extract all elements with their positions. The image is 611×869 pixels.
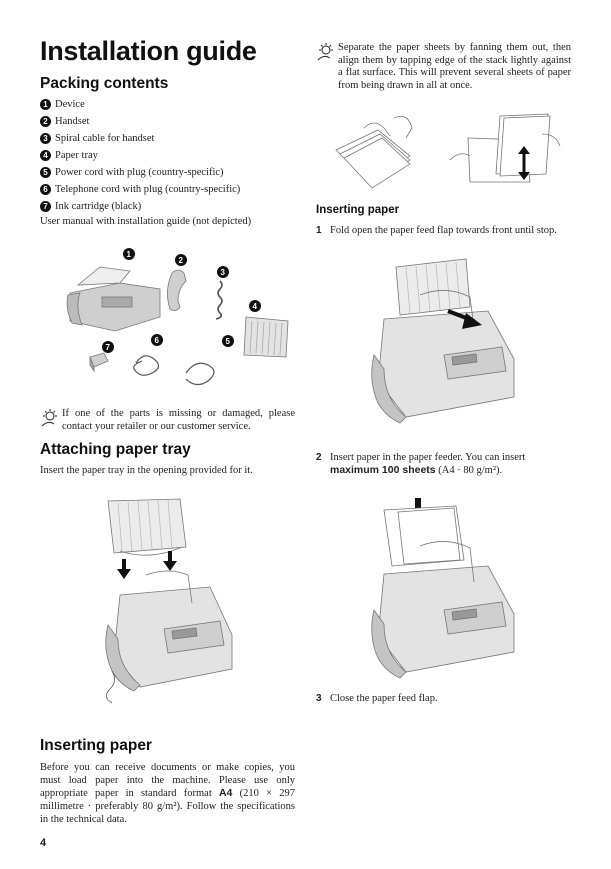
item-label: Paper tray xyxy=(55,150,98,161)
page-title: Installation guide xyxy=(40,36,257,66)
fanning-paper-illustration xyxy=(330,110,565,190)
item-number: 3 xyxy=(40,133,51,144)
inserting-text-part: Before you can receive documents or make… xyxy=(40,762,295,799)
step-text: Fold open the paper feed flap towards fr… xyxy=(330,225,557,236)
step-number: 1 xyxy=(316,225,322,236)
item-number: 2 xyxy=(40,116,51,127)
lightbulb-hand-icon xyxy=(40,408,62,433)
item-label: Spiral cable for handset xyxy=(55,133,155,144)
list-item: 3 Spiral cable for handset xyxy=(40,130,240,147)
insert-paper-illustration xyxy=(368,494,533,684)
packing-contents-illustration: 1 2 3 4 5 6 7 xyxy=(60,245,295,395)
tip-note-fanning: Separate the paper sheets by fanning the… xyxy=(316,42,571,92)
step-text: (A4 · 80 g/m²). xyxy=(435,465,503,476)
attaching-tray-illustration xyxy=(100,495,240,705)
step-number: 2 xyxy=(316,452,322,463)
paper-format: A4 xyxy=(218,787,233,799)
step-2: 2 Insert paper in the paper feeder. You … xyxy=(316,451,574,477)
step-1: 1 Fold open the paper feed flap towards … xyxy=(316,224,574,237)
attaching-heading: Attaching paper tray xyxy=(40,441,191,458)
svg-text:7: 7 xyxy=(106,343,111,352)
tip-text: If one of the parts is missing or damage… xyxy=(62,408,295,432)
tip-text: Separate the paper sheets by fanning the… xyxy=(338,42,571,91)
list-item: 7 Ink cartridge (black) xyxy=(40,198,240,215)
inserting-heading-right: Inserting paper xyxy=(316,204,400,216)
packing-list: 1 Device 2 Handset 3 Spiral cable for hands… xyxy=(40,96,240,215)
inserting-heading-left: Inserting paper xyxy=(40,737,152,754)
list-item: 6 Telephone cord with plug (country-speci… xyxy=(40,181,240,198)
attaching-text: Insert the paper tray in the opening pro… xyxy=(40,465,253,476)
item-label: Power cord with plug (country-specific) xyxy=(55,167,224,178)
item-label: Device xyxy=(55,99,85,110)
svg-text:5: 5 xyxy=(226,337,231,346)
lightbulb-hand-icon xyxy=(316,42,338,92)
list-item: 1 Device xyxy=(40,96,240,113)
list-item: 5 Power cord with plug (country-specific) xyxy=(40,164,240,181)
max-sheets: maximum 100 sheets xyxy=(330,464,436,476)
packing-note: User manual with installation guide (not… xyxy=(40,216,252,227)
step-number: 3 xyxy=(316,693,322,704)
item-number: 1 xyxy=(40,99,51,110)
svg-text:1: 1 xyxy=(127,250,132,259)
svg-text:4: 4 xyxy=(253,302,258,311)
packing-heading: Packing contents xyxy=(40,75,169,92)
item-number: 7 xyxy=(40,201,51,212)
svg-text:6: 6 xyxy=(155,336,160,345)
list-item: 4 Paper tray xyxy=(40,147,240,164)
list-item: 2 Handset xyxy=(40,113,240,130)
item-label: Ink cartridge (black) xyxy=(55,201,142,212)
open-feed-flap-illustration xyxy=(370,255,530,430)
step-text: Insert paper in the paper feeder. You ca… xyxy=(330,452,526,463)
page-number: 4 xyxy=(40,837,47,849)
item-label: Telephone cord with plug (country-specif… xyxy=(55,184,241,195)
svg-text:2: 2 xyxy=(179,256,184,265)
step-text: Close the paper feed flap. xyxy=(330,693,438,704)
inserting-text-left: Before you can receive documents or make… xyxy=(40,761,295,826)
inserting-text-part: (210 × 297 millimetre · preferably 80 g/… xyxy=(40,788,295,825)
tip-note-missing-parts: If one of the parts is missing or damage… xyxy=(40,408,295,433)
item-number: 4 xyxy=(40,150,51,161)
item-number: 5 xyxy=(40,167,51,178)
item-label: Handset xyxy=(55,116,90,127)
item-number: 6 xyxy=(40,184,51,195)
step-3: 3 Close the paper feed flap. xyxy=(316,692,574,705)
svg-text:3: 3 xyxy=(221,268,226,277)
